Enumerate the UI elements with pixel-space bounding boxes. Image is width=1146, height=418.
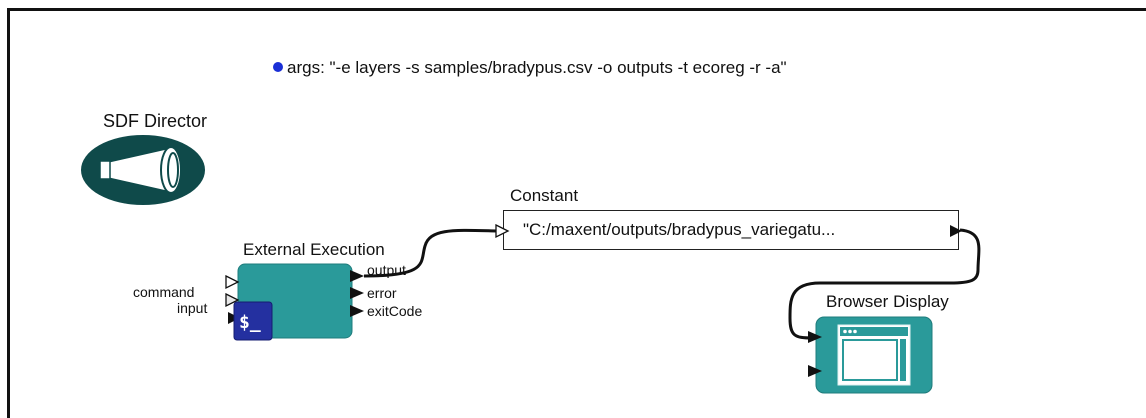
exitcode-port[interactable] xyxy=(350,305,364,317)
constant-actor[interactable]: "C:/maxent/outputs/bradypus_variegatu... xyxy=(503,210,959,250)
command-port-label: command xyxy=(133,284,195,300)
browser-input-port[interactable] xyxy=(808,331,822,343)
external-execution-actor[interactable]: $_ xyxy=(222,262,372,344)
args-parameter-text: args: "-e layers -s samples/bradypus.csv… xyxy=(287,58,787,77)
sdf-director[interactable] xyxy=(80,134,206,206)
constant-output-port[interactable] xyxy=(948,223,964,241)
canvas-frame xyxy=(7,8,1146,418)
error-port-label: error xyxy=(367,285,397,301)
input-port-label: input xyxy=(177,300,208,316)
command-port[interactable] xyxy=(225,274,240,290)
error-port[interactable] xyxy=(350,287,364,299)
exitcode-port-label: exitCode xyxy=(367,303,423,319)
wire-output-to-constant[interactable] xyxy=(363,228,498,278)
constant-label: Constant xyxy=(510,186,579,205)
megaphone-icon xyxy=(81,135,205,205)
wire-constant-to-browser[interactable] xyxy=(788,228,981,340)
browser-display-actor[interactable] xyxy=(804,315,936,397)
constant-input-port[interactable] xyxy=(494,223,510,241)
input-port[interactable] xyxy=(225,292,240,308)
terminal-icon-text: $_ xyxy=(239,312,261,333)
external-execution-label: External Execution xyxy=(243,240,385,259)
browser-display-label: Browser Display xyxy=(826,292,949,311)
browser-trigger-port[interactable] xyxy=(808,365,822,377)
output-port-label: output xyxy=(367,262,406,278)
browser-window-icon xyxy=(837,324,911,386)
parameter-dot-icon xyxy=(273,62,283,72)
terminal-icon: $_ xyxy=(233,301,273,341)
output-port[interactable] xyxy=(350,270,364,282)
args-parameter[interactable]: args: "-e layers -s samples/bradypus.csv… xyxy=(273,58,787,78)
sdf-director-label: SDF Director xyxy=(103,111,208,131)
constant-value: "C:/maxent/outputs/bradypus_variegatu... xyxy=(523,220,836,239)
